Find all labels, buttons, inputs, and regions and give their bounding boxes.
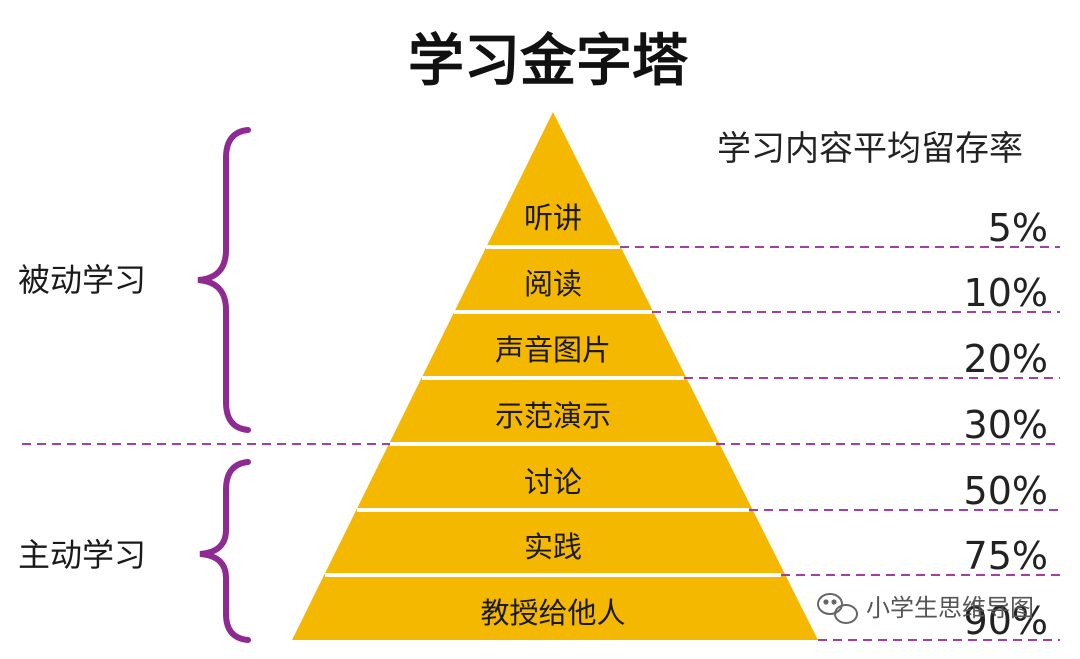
passive-learning-label: 被动学习 <box>18 261 146 299</box>
layer-label-reading: 阅读 <box>524 267 582 301</box>
passive-group-brace <box>197 127 251 433</box>
layer-label-teaching: 教授给他人 <box>480 596 625 630</box>
rate-header: 学习内容平均留存率 <box>717 129 1023 169</box>
wechat-icon <box>817 593 858 624</box>
layer-label-practice: 实践 <box>524 530 582 564</box>
wechat-watermark: 小学生思维导图 <box>817 593 1034 624</box>
diagram-title: 学习金字塔 <box>408 29 689 94</box>
rate-label: 90% <box>964 599 1048 643</box>
layer-label-audiovisual: 声音图片 <box>495 333 611 367</box>
layer-label-discussion: 讨论 <box>524 465 582 499</box>
layer-label-demonstration: 示范演示 <box>495 399 611 433</box>
watermark-text: 小学生思维导图 <box>866 594 1034 622</box>
rate-label: 75% <box>964 534 1048 578</box>
rate-label: 50% <box>964 469 1048 513</box>
layer-label-listening: 听讲 <box>524 201 582 235</box>
active-learning-label: 主动学习 <box>18 536 146 574</box>
rate-label: 20% <box>964 337 1048 381</box>
rate-label: 30% <box>964 403 1048 447</box>
rate-label: 10% <box>964 271 1048 315</box>
active-group-brace <box>199 459 251 643</box>
rate-label: 5% <box>988 206 1048 250</box>
